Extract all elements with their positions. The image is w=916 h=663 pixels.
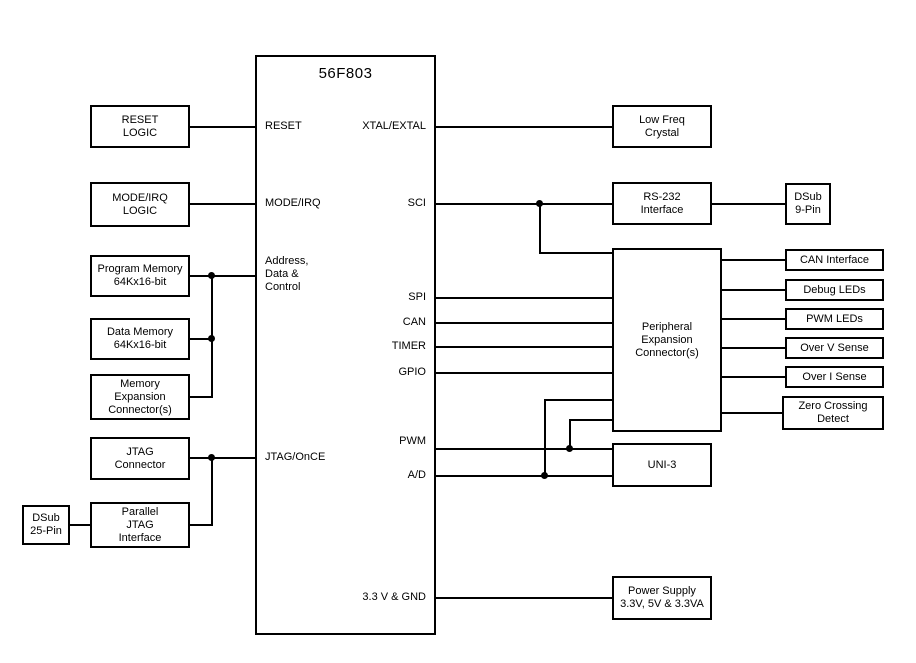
block-low-freq-crystal: Low Freq Crystal <box>612 105 712 148</box>
cpu-pin-pwm: PWM <box>399 435 426 447</box>
wire-data-memory-stub <box>190 338 212 340</box>
wire-over-i-sense <box>722 376 785 378</box>
block-mode-irq-logic: MODE/IRQ LOGIC <box>90 182 190 227</box>
junction-dot-program-memory <box>208 272 215 279</box>
cpu-pin-sci: SCI <box>407 197 426 209</box>
cpu-pin-timer: TIMER <box>391 340 426 352</box>
wire-rs232-dsub9 <box>712 203 785 205</box>
wire-sci-branch-vertical <box>539 203 541 254</box>
cpu-pin-jtag-once: JTAG/OnCE <box>265 451 326 463</box>
wire-can <box>436 322 612 324</box>
block-power-supply: Power Supply 3.3V, 5V & 3.3VA <box>612 576 712 620</box>
wire-sci-rs232 <box>436 203 612 205</box>
wire-jtag-once <box>190 457 255 459</box>
wire-pwm-uni3 <box>436 448 612 450</box>
cpu-pin-mode-irq: MODE/IRQ <box>265 197 321 209</box>
wire-address-bus <box>211 275 255 277</box>
wire-memory-expansion-stub <box>190 396 212 398</box>
block-data-memory: Data Memory 64Kx16-bit <box>90 318 190 360</box>
block-rs232-interface: RS-232 Interface <box>612 182 712 225</box>
wire-pwm-branch-vertical <box>569 419 571 450</box>
wire-jtag-bus-vertical <box>211 457 213 526</box>
block-can-interface: CAN Interface <box>785 249 884 271</box>
cpu-pin-gpio: GPIO <box>398 366 426 378</box>
wire-spi <box>436 297 612 299</box>
cpu-pin-power: 3.3 V & GND <box>362 591 426 603</box>
wire-reset <box>190 126 255 128</box>
block-debug-leds: Debug LEDs <box>785 279 884 301</box>
block-jtag-connector: JTAG Connector <box>90 437 190 480</box>
cpu-pin-ad: A/D <box>407 469 426 481</box>
wire-program-memory-stub <box>190 275 212 277</box>
wire-ad-uni3 <box>436 475 612 477</box>
cpu-title: 56F803 <box>318 65 373 82</box>
wire-zero-crossing <box>722 412 782 414</box>
block-pwm-leds: PWM LEDs <box>785 308 884 330</box>
block-uni3: UNI-3 <box>612 443 712 487</box>
wire-dsub25-parallel-jtag <box>70 524 90 526</box>
cpu-pin-spi: SPI <box>408 291 426 303</box>
junction-dot-data-memory <box>208 335 215 342</box>
wire-sci-branch-horizontal <box>539 252 612 254</box>
wire-can-interface <box>722 259 785 261</box>
block-parallel-jtag: Parallel JTAG Interface <box>90 502 190 548</box>
junction-dot-pwm <box>566 445 573 452</box>
block-over-v-sense: Over V Sense <box>785 337 884 359</box>
junction-dot-sci <box>536 200 543 207</box>
wire-ad-branch-horizontal <box>544 399 612 401</box>
wire-timer <box>436 346 612 348</box>
block-zero-crossing-detect: Zero Crossing Detect <box>782 396 884 430</box>
wire-xtal-crystal <box>436 126 612 128</box>
wire-mode-irq <box>190 203 255 205</box>
block-reset-logic: RESET LOGIC <box>90 105 190 148</box>
wire-pwm-branch-horizontal <box>569 419 612 421</box>
wire-gpio <box>436 372 612 374</box>
junction-dot-jtag <box>208 454 215 461</box>
cpu-pin-can: CAN <box>402 316 426 328</box>
wire-over-v-sense <box>722 347 785 349</box>
wire-ad-branch-vertical <box>544 399 546 477</box>
block-program-memory: Program Memory 64Kx16-bit <box>90 255 190 297</box>
block-dsub-9pin: DSub 9-Pin <box>785 183 831 225</box>
block-dsub-25pin: DSub 25-Pin <box>22 505 70 545</box>
cpu-pin-address-data-control: Address, Data & Control <box>265 255 309 293</box>
cpu-pin-xtal-extal: XTAL/EXTAL <box>362 120 426 132</box>
wire-parallel-jtag-stub <box>190 524 212 526</box>
wire-debug-leds <box>722 289 785 291</box>
block-memory-expansion: Memory Expansion Connector(s) <box>90 374 190 420</box>
cpu-pin-reset: RESET <box>265 120 302 132</box>
wire-power-supply <box>436 597 612 599</box>
junction-dot-ad <box>541 472 548 479</box>
block-peripheral-expansion: Peripheral Expansion Connector(s) <box>612 248 722 432</box>
cpu-block-56f803: 56F803 RESET MODE/IRQ Address, Data & Co… <box>255 55 436 635</box>
wire-pwm-leds <box>722 318 785 320</box>
block-over-i-sense: Over I Sense <box>785 366 884 388</box>
